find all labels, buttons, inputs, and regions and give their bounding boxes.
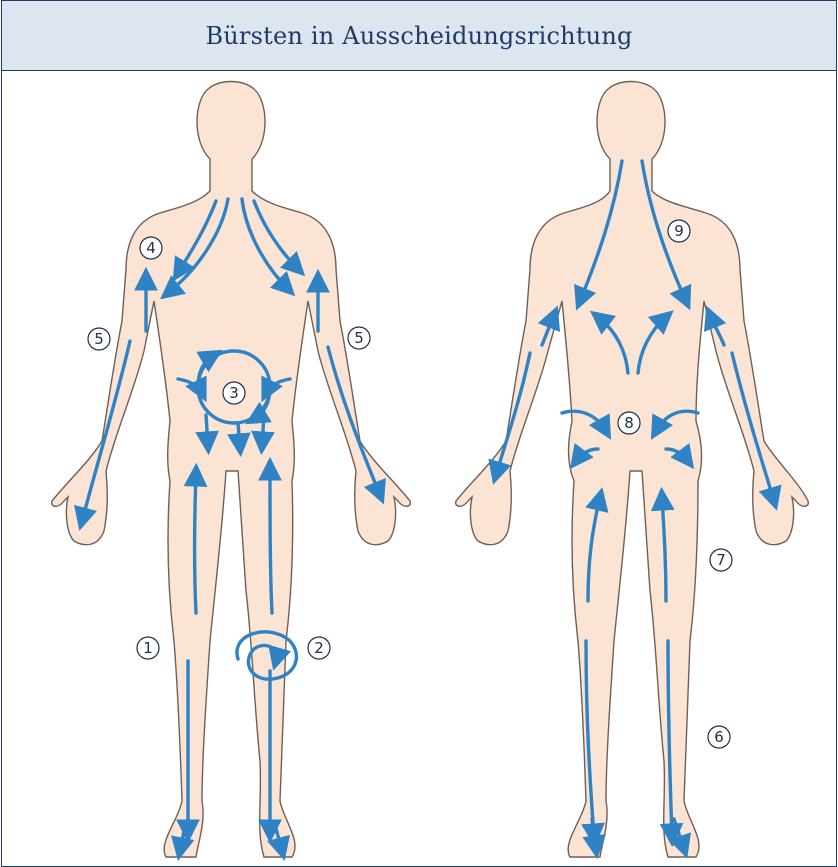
label-5-right: 5 bbox=[348, 327, 370, 349]
label-6: 6 bbox=[708, 726, 730, 748]
back-body-figure bbox=[456, 82, 809, 858]
label-8: 8 bbox=[618, 412, 640, 434]
front-body-figure bbox=[52, 82, 411, 858]
svg-text:6: 6 bbox=[714, 728, 724, 746]
body-diagram: 1 2 3 4 5 5 6 7 bbox=[2, 71, 836, 866]
svg-text:7: 7 bbox=[716, 551, 726, 569]
svg-text:1: 1 bbox=[143, 639, 153, 657]
label-1: 1 bbox=[137, 637, 159, 659]
svg-text:9: 9 bbox=[674, 222, 684, 240]
label-4: 4 bbox=[140, 237, 162, 259]
title-bar: Bürsten in Ausscheidungsrichtung bbox=[2, 1, 836, 71]
figure-title: Bürsten in Ausscheidungsrichtung bbox=[205, 22, 632, 50]
label-3: 3 bbox=[223, 382, 245, 404]
svg-text:5: 5 bbox=[94, 330, 104, 348]
label-7: 7 bbox=[710, 549, 732, 571]
svg-text:8: 8 bbox=[624, 414, 634, 432]
svg-text:4: 4 bbox=[146, 239, 156, 257]
label-2: 2 bbox=[308, 637, 330, 659]
label-5-left: 5 bbox=[88, 328, 110, 350]
label-9: 9 bbox=[668, 220, 690, 242]
svg-text:5: 5 bbox=[354, 329, 364, 347]
svg-text:2: 2 bbox=[314, 639, 324, 657]
svg-text:3: 3 bbox=[229, 384, 239, 402]
